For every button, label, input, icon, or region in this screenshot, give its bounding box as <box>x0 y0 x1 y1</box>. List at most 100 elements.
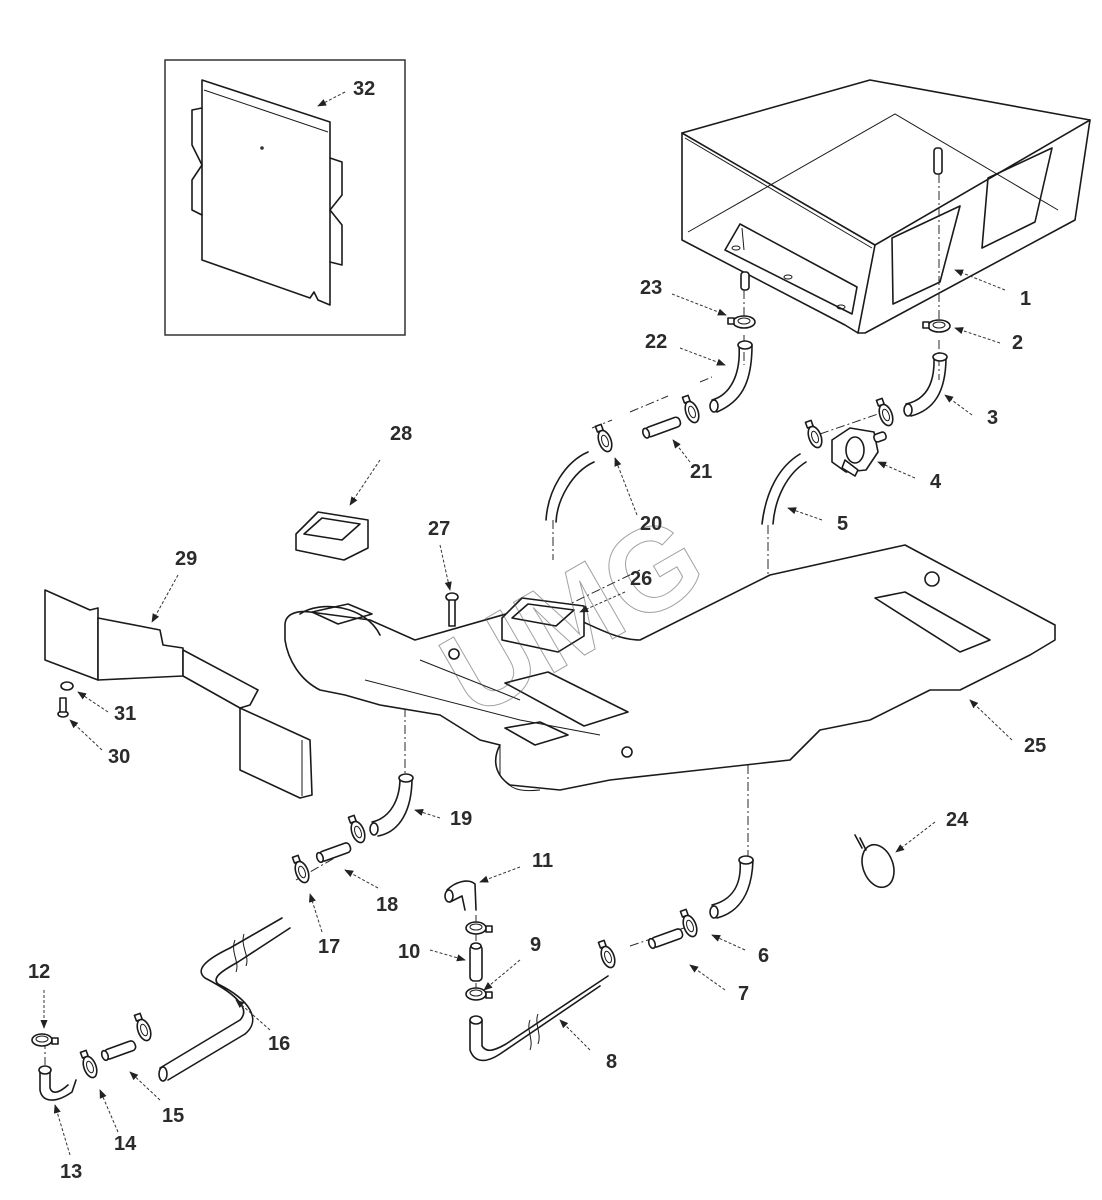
duct-assembly-drawing <box>284 544 1056 792</box>
callout-18: 18 <box>344 869 398 916</box>
callout-number: 24 <box>946 809 969 831</box>
callout-17: 17 <box>309 893 340 958</box>
callout-leader <box>954 269 1006 291</box>
callout-27: 27 <box>428 518 452 591</box>
callout-5: 5 <box>787 507 848 535</box>
callout-3: 3 <box>944 394 998 429</box>
callout-number: 8 <box>606 1051 617 1073</box>
callout-16: 16 <box>235 999 290 1055</box>
callout-number: 29 <box>175 548 197 570</box>
callout-number: 2 <box>1012 332 1023 354</box>
callout-leader <box>344 869 379 889</box>
callout-2: 2 <box>954 327 1023 354</box>
callout-number: 22 <box>645 331 667 353</box>
callout-28: 28 <box>349 423 412 506</box>
fasteners <box>57 592 459 718</box>
callout-number: 30 <box>108 746 130 768</box>
callout-leader <box>969 699 1013 741</box>
callout-leader <box>614 457 638 516</box>
callout-number: 31 <box>114 703 136 725</box>
callout-leader <box>711 934 746 951</box>
callout-number: 19 <box>450 808 472 830</box>
callout-leader <box>954 327 1001 344</box>
callout-leader <box>309 893 323 933</box>
callout-26: 26 <box>579 568 652 613</box>
callout-number: 15 <box>162 1105 184 1127</box>
shield-drawing <box>44 589 313 799</box>
callout-leader <box>317 91 346 107</box>
callout-1: 1 <box>954 269 1031 310</box>
callout-number: 13 <box>60 1161 82 1183</box>
callout-13: 13 <box>53 1104 82 1183</box>
callout-leader <box>483 959 521 991</box>
callout-21: 21 <box>672 439 712 483</box>
callout-leader <box>99 1089 119 1133</box>
callout-leader <box>787 507 823 521</box>
callout-20: 20 <box>614 457 662 535</box>
callout-leader <box>877 461 916 479</box>
callout-leader <box>349 459 381 506</box>
callout-number: 23 <box>640 277 662 299</box>
callout-15: 15 <box>129 1071 184 1127</box>
callout-4: 4 <box>877 461 942 493</box>
spring-clamp-drawing <box>854 834 895 889</box>
callout-number: 17 <box>318 936 340 958</box>
long-hoses <box>158 917 609 1082</box>
callout-23: 23 <box>640 277 727 316</box>
callout-leader <box>53 1104 71 1156</box>
callout-24: 24 <box>895 809 969 853</box>
callout-leader <box>672 439 691 463</box>
shutoff-valve-drawing <box>831 427 887 477</box>
callout-number: 16 <box>268 1033 290 1055</box>
callout-number: 14 <box>114 1133 137 1155</box>
callout-32: 32 <box>317 78 375 107</box>
callout-leader <box>559 1019 591 1051</box>
callout-8: 8 <box>559 1019 617 1073</box>
callout-number: 32 <box>353 78 375 100</box>
callout-31: 31 <box>77 691 136 725</box>
callout-number: 20 <box>640 513 662 535</box>
callout-leader <box>151 574 179 623</box>
hose-clamps <box>31 315 951 1079</box>
connector-tubes <box>100 416 684 1062</box>
heater-box-drawing <box>681 79 1091 334</box>
callout-number: 9 <box>530 934 541 956</box>
callout-7: 7 <box>689 964 749 1005</box>
callout-number: 27 <box>428 518 450 540</box>
callout-leader <box>579 591 626 613</box>
hose-elbows <box>38 340 948 1101</box>
callout-leader <box>414 809 441 819</box>
callout-30: 30 <box>69 719 130 768</box>
callout-leader <box>944 394 973 416</box>
callout-number: 1 <box>1020 288 1031 310</box>
callout-number: 26 <box>630 568 652 590</box>
callout-leader <box>439 544 452 591</box>
callout-10: 10 <box>398 941 466 963</box>
callout-leader <box>895 821 936 853</box>
callout-leader <box>77 691 109 713</box>
callout-number: 12 <box>28 961 50 983</box>
duct-seals <box>295 511 585 653</box>
callout-number: 6 <box>758 945 769 967</box>
inset-cover-plate <box>164 59 406 336</box>
cover-plate-drawing <box>191 79 343 306</box>
callout-number: 28 <box>390 423 412 445</box>
callout-number: 7 <box>738 983 749 1005</box>
callout-number: 11 <box>532 850 553 872</box>
callout-leader <box>69 719 103 751</box>
callout-25: 25 <box>969 699 1046 757</box>
callout-11: 11 <box>479 850 553 883</box>
callout-number: 10 <box>398 941 420 963</box>
callout-number: 25 <box>1024 735 1046 757</box>
callout-9: 9 <box>483 934 541 991</box>
callout-19: 19 <box>414 808 472 830</box>
callout-number: 3 <box>987 407 998 429</box>
callout-leader <box>429 949 466 962</box>
callout-leader <box>479 866 521 883</box>
callout-layer: 1234567891011121314151617181920212223242… <box>28 78 1046 1183</box>
callout-number: 5 <box>837 513 848 535</box>
callout-number: 18 <box>376 894 398 916</box>
callout-leader <box>129 1071 161 1101</box>
callout-6: 6 <box>711 934 769 967</box>
